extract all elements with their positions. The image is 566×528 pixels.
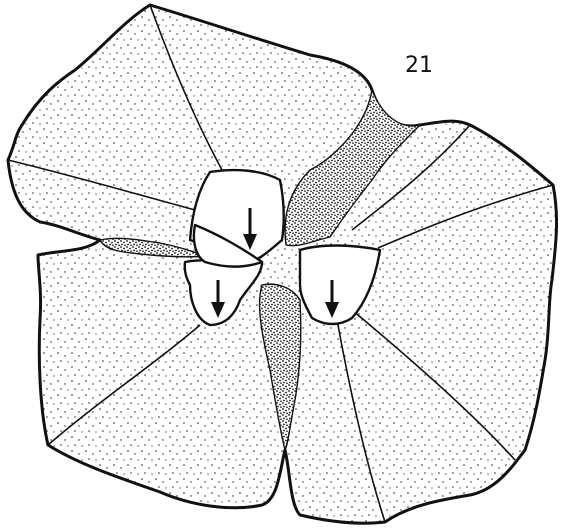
body-outline (8, 5, 557, 523)
figure-label: 21 (405, 53, 433, 78)
